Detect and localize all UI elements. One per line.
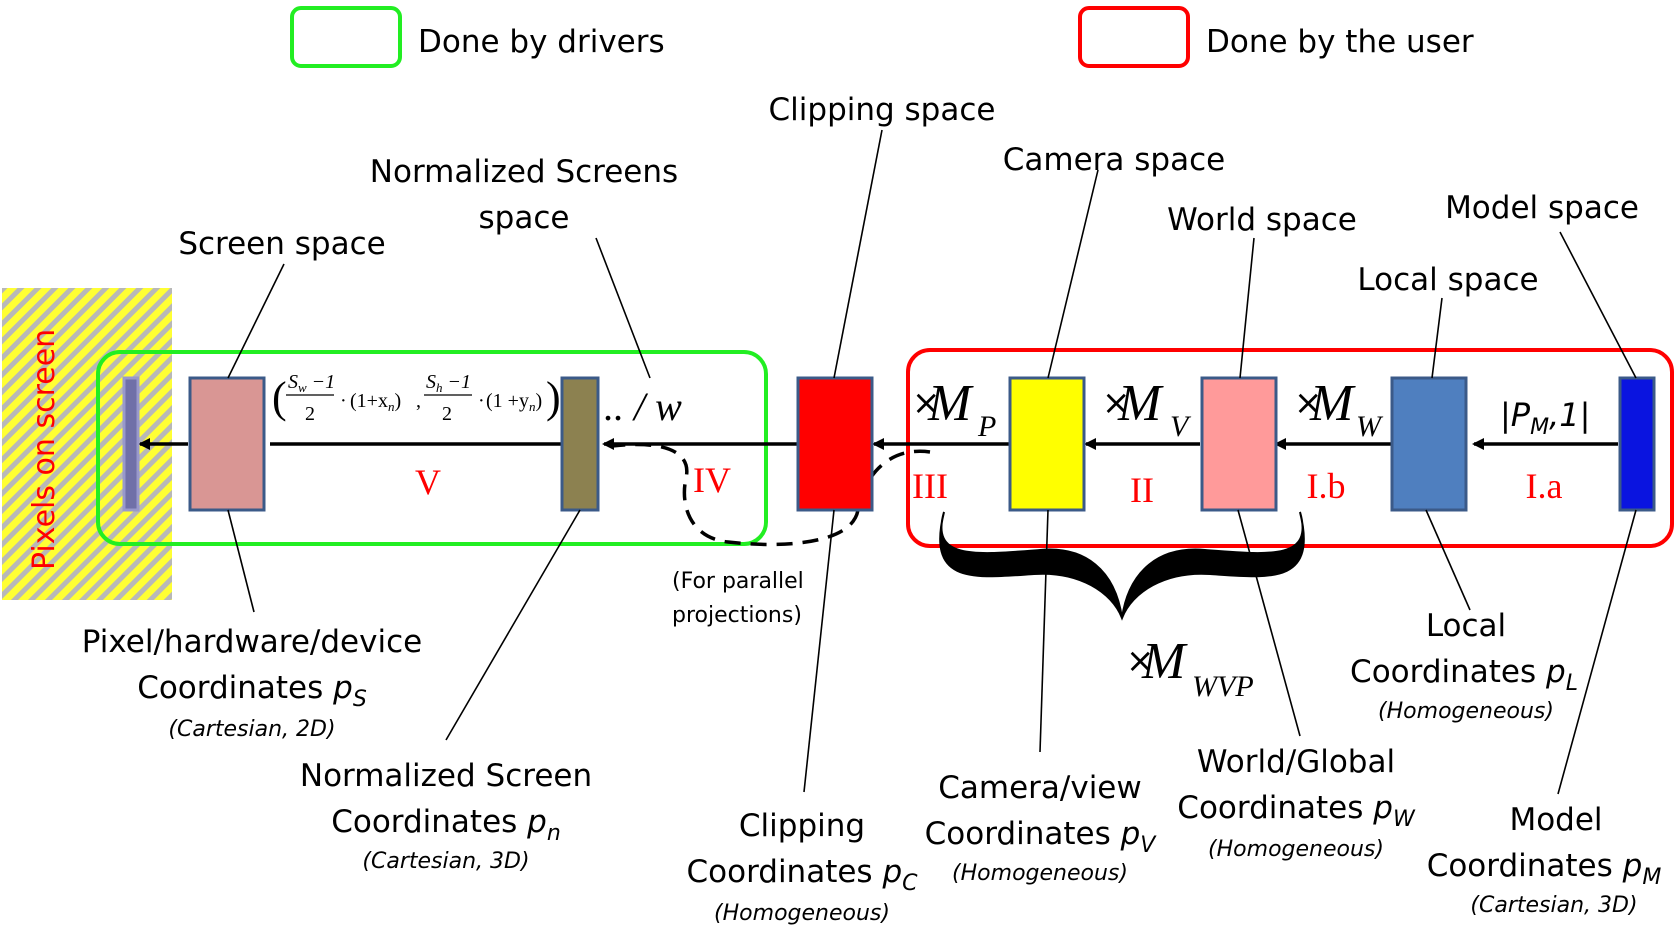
svg-text:Camera/view: Camera/view	[938, 770, 1141, 806]
svg-text:Coordinates pV: Coordinates pV	[925, 816, 1158, 858]
svg-text:): )	[546, 373, 561, 422]
wvp-curly-brace	[939, 511, 1305, 621]
svg-text:Sh −1: Sh −1	[426, 371, 471, 395]
normalized-coordinates-label: Normalized Screen Coordinates pn (Cartes…	[300, 758, 592, 874]
normalized-space-title-line2: space	[479, 200, 570, 236]
parallel-note-line2: projections)	[672, 603, 802, 628]
screen-box	[188, 376, 266, 512]
svg-text:2: 2	[305, 403, 315, 425]
op-mwvp: × M WVP	[1126, 633, 1254, 703]
legend-drivers-label: Done by drivers	[418, 24, 665, 60]
step-ia-label: I.a	[1526, 466, 1563, 506]
step-iii-label: III	[912, 466, 948, 506]
svg-text:V: V	[1170, 410, 1192, 443]
svg-text:Coordinates pn: Coordinates pn	[331, 804, 561, 846]
screen-space-title: Screen space	[178, 226, 385, 262]
svg-text:2: 2	[442, 403, 452, 425]
svg-text:(1+xn): (1+xn)	[350, 390, 401, 414]
svg-text:(Homogeneous): (Homogeneous)	[1208, 837, 1384, 862]
camera-box	[1008, 376, 1086, 512]
parallel-projection-dashed-path	[611, 442, 931, 547]
svg-text:M: M	[927, 375, 974, 432]
world-box	[1200, 376, 1278, 512]
step-iv-label: IV	[693, 460, 731, 500]
model-space-title: Model space	[1445, 190, 1639, 226]
svg-text:·: ·	[340, 390, 347, 412]
world-coordinates-label: World/Global Coordinates pW (Homogeneous…	[1177, 744, 1416, 862]
svg-text:Normalized Screen: Normalized Screen	[300, 758, 592, 794]
svg-text:×: ×	[1102, 383, 1131, 423]
viewport-formula: ( Sw −1 2 · (1+xn) , Sh −1 2 · (1 +yn) )	[272, 371, 561, 425]
local-coordinates-label: Local Coordinates pL (Homogeneous)	[1350, 608, 1578, 724]
op-mp: × M P	[912, 375, 996, 443]
svg-text:Clipping: Clipping	[739, 808, 865, 844]
legend-user-swatch	[1078, 6, 1190, 68]
step-ii-label: II	[1130, 470, 1154, 510]
step-v-label: V	[415, 462, 441, 502]
svg-text:P: P	[977, 410, 996, 443]
svg-text:Local: Local	[1426, 608, 1506, 644]
svg-text:Pixel/hardware/device: Pixel/hardware/device	[82, 624, 422, 660]
svg-text:Coordinates pL: Coordinates pL	[1350, 654, 1578, 696]
user-group-frame	[906, 348, 1674, 548]
svg-text:(1 +yn): (1 +yn)	[486, 390, 542, 414]
drivers-group-frame	[96, 350, 768, 546]
legend: Done by drivers Done by the user	[290, 6, 1474, 68]
svg-text:×: ×	[1126, 641, 1155, 681]
normalized-box	[560, 376, 600, 512]
clipping-space-title: Clipping space	[769, 92, 996, 128]
svg-text:W: W	[1356, 410, 1384, 443]
world-space-title: World space	[1167, 202, 1357, 238]
clipping-coordinates-label: Clipping Coordinates pC (Homogeneous)	[686, 808, 918, 926]
pixels-on-screen-label: Pixels on screen	[27, 329, 62, 570]
svg-text:,: ,	[416, 390, 421, 412]
model-coordinates-label: Model Coordinates pM (Cartesian, 3D)	[1427, 802, 1662, 918]
svg-text:Coordinates pS: Coordinates pS	[137, 670, 367, 712]
model-box	[1618, 376, 1656, 512]
legend-drivers-swatch	[290, 6, 402, 68]
legend-user-label: Done by the user	[1206, 24, 1474, 60]
screen-coordinates-label: Pixel/hardware/device Coordinates pS (Ca…	[82, 624, 422, 742]
pixel-output-box	[122, 376, 140, 512]
svg-text:Sw −1: Sw −1	[288, 371, 335, 395]
svg-text:Model: Model	[1509, 802, 1602, 838]
svg-text:(: (	[272, 373, 287, 422]
op-homogeneous: |PM,1|	[1500, 396, 1590, 440]
svg-text:WVP: WVP	[1192, 670, 1254, 703]
svg-text:Coordinates pW: Coordinates pW	[1177, 790, 1416, 832]
op-mw: × M W	[1294, 375, 1384, 443]
clipping-box	[796, 376, 874, 512]
svg-text:(Cartesian, 2D): (Cartesian, 2D)	[168, 717, 335, 742]
op-divide-by-w: .. / w	[604, 384, 682, 429]
svg-text:(Cartesian, 3D): (Cartesian, 3D)	[362, 849, 529, 874]
svg-text:(Cartesian, 3D): (Cartesian, 3D)	[1470, 893, 1637, 918]
local-space-title: Local space	[1357, 262, 1538, 298]
svg-text:|PM,1|: |PM,1|	[1500, 396, 1590, 440]
step-ib-label: I.b	[1307, 466, 1346, 506]
svg-text:(Homogeneous): (Homogeneous)	[1378, 699, 1554, 724]
svg-text:M: M	[1309, 375, 1356, 432]
camera-coordinates-label: Camera/view Coordinates pV (Homogeneous)	[925, 770, 1158, 886]
svg-text:×: ×	[912, 383, 941, 423]
leader-lines	[227, 129, 1637, 795]
local-box	[1390, 376, 1468, 512]
svg-text:×: ×	[1294, 383, 1323, 423]
svg-text:·: ·	[478, 390, 485, 412]
parallel-note-line1: (For parallel	[672, 569, 804, 594]
normalized-space-title-line1: Normalized Screens	[370, 154, 678, 190]
svg-text:(Homogeneous): (Homogeneous)	[952, 861, 1128, 886]
svg-text:M: M	[1141, 633, 1188, 690]
svg-text:Coordinates pM: Coordinates pM	[1427, 848, 1662, 890]
op-mv: × M V	[1102, 375, 1192, 443]
svg-text:(Homogeneous): (Homogeneous)	[714, 901, 890, 926]
svg-text:Coordinates pC: Coordinates pC	[686, 854, 918, 896]
svg-text:World/Global: World/Global	[1197, 744, 1395, 780]
camera-space-title: Camera space	[1003, 142, 1225, 178]
svg-text:M: M	[1117, 375, 1164, 432]
